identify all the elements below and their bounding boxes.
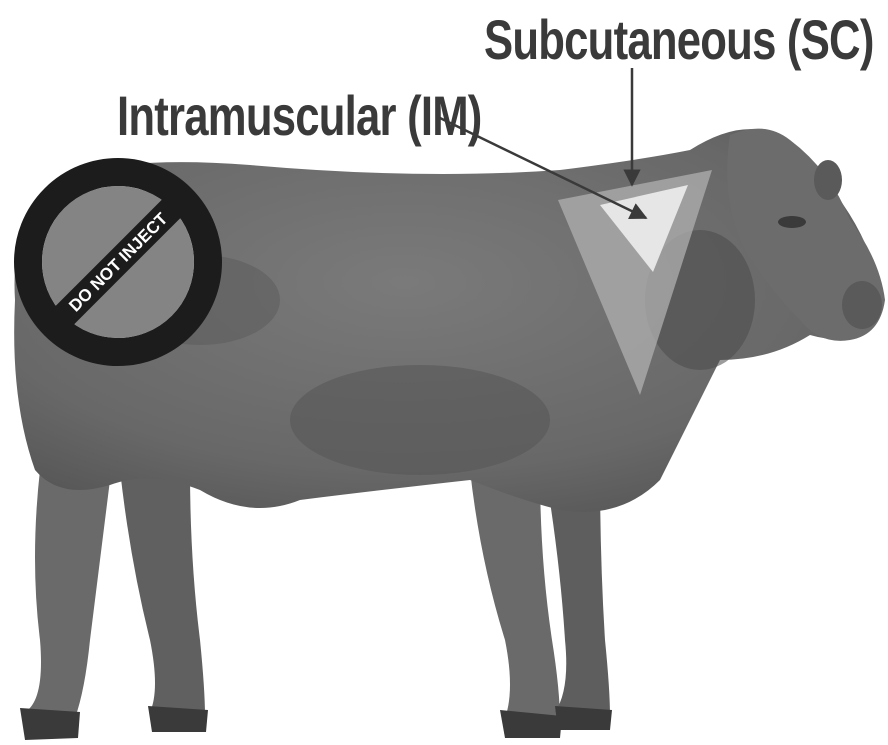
intramuscular-label: Intramuscular (IM) [117,88,482,144]
hind-leg-left [25,470,110,718]
subcutaneous-label: Subcutaneous (SC) [484,12,874,68]
cow-muzzle [842,281,882,329]
fore-leg-left [470,470,560,722]
hoof [20,708,80,740]
hoof [148,706,208,732]
do-not-inject-sign: DO NOT INJECT [22,166,214,358]
cow-ear [814,160,842,200]
fur-shadow [290,365,550,475]
cow-eye [778,216,806,228]
hoof [555,706,612,730]
hind-leg-right [120,470,205,716]
